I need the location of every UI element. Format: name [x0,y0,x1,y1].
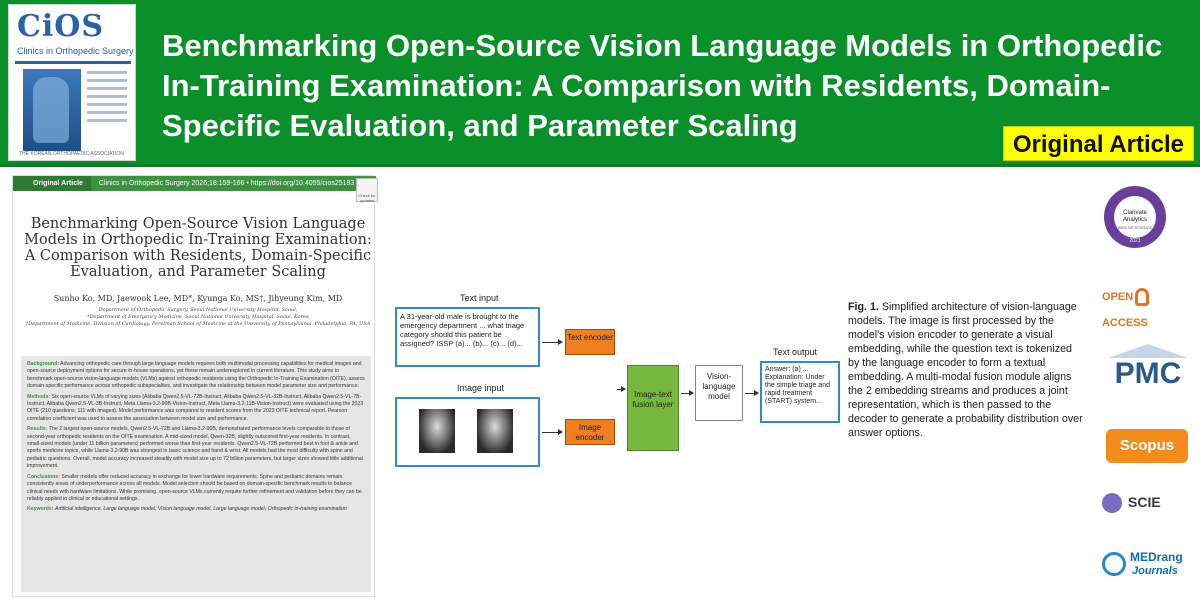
wrist-xray-image [419,409,455,453]
article-title: Benchmarking Open-Source Vision Language… [162,28,1163,143]
header-banner: CiOS Clinics in Orthopedic Surgery THE K… [0,0,1200,167]
paper-authors: Sunho Ko, MD, Jaewook Lee, MD*, Kyunga K… [53,294,343,303]
paper-header-bar: Original Article Clinics in Orthopedic Su… [13,176,376,191]
fusion-layer-box: Image-text fusion layer [627,365,679,451]
paper-title: Benchmarking Open-Source Vision Language… [24,216,372,280]
globe-icon [1102,552,1126,576]
paper-type-label: Original Article [13,176,91,191]
abstract-keywords: Keywords: Artificial intelligence, Large… [27,506,347,513]
affiliation: *Department of Emergency Medicine, Seoul… [87,314,309,320]
original-article-badge: Original Article [1002,126,1194,161]
affiliation: †Department of Medicine, Division of Car… [25,321,371,327]
abstract-conclusions: Conclusions: Smaller models offer reduce… [27,473,362,502]
vlm-box: Vision-language model [695,365,743,421]
scie-icon [1102,493,1122,514]
text-encoder-box: Text encoder [565,329,615,355]
arrow-icon [542,429,563,435]
pmc-logo[interactable]: PMC [1102,344,1194,396]
abstract-results: Results: The 2 largest open-source model… [27,426,363,470]
arrow-icon [681,390,694,396]
image-input-label: Image input [457,383,505,393]
scopus-logo[interactable]: Scopus [1106,429,1188,463]
journal-name: Clinics in Orthopedic Surgery [17,46,134,56]
cover-band [15,61,131,64]
paper-citation: Clinics in Orthopedic Surgery 2026;18:15… [98,180,355,187]
paper-affiliations: Department of Orthopedic Surgery, Seoul … [23,307,373,328]
text-output-label: Text output [773,347,818,357]
wrist-xray-image [477,409,513,453]
abstract-methods: Methods: Six open-source VLMs of varying… [27,393,364,422]
paper-preview[interactable]: Original Article Clinics in Orthopedic Su… [12,175,378,597]
text-input-label: Text input [460,293,499,303]
paper-abstract: Background: Advancing orthopedic care th… [21,356,371,592]
abstract-background: Background: Advancing orthopedic care th… [27,361,365,390]
lock-icon [1135,288,1150,307]
image-input-box [395,397,540,467]
scie-logo[interactable]: SCIE [1102,489,1194,515]
affiliation: Department of Orthopedic Surgery, Seoul … [98,307,298,313]
cover-lines [87,71,127,127]
spine-illustration-icon [23,69,81,151]
arrow-icon [617,386,626,392]
arrow-icon [745,390,759,396]
text-output-box: Answer: (a) ... Explanation: Under the s… [760,361,840,423]
cover-footer: THE KOREAN ORTHOPAEDIC ASSOCIATION [19,151,125,157]
arrow-icon [542,339,563,345]
journal-cover[interactable]: CiOS Clinics in Orthopedic Surgery THE K… [8,4,136,161]
figure-caption: Fig. 1. Simplified architecture of visio… [848,301,1083,439]
medrang-logo[interactable]: MEDrang Journals [1102,548,1194,588]
cios-logo: CiOS [17,9,105,44]
text-input-box: A 31-year-old male is brought to the eme… [395,307,540,367]
architecture-figure: Text input A 31-year-old male is brought… [385,293,840,473]
image-encoder-box: Image encoder [565,419,615,445]
open-access-logo[interactable]: OPENACCESS [1102,284,1194,329]
check-for-updates-icon[interactable]: Check for updates [356,178,378,203]
